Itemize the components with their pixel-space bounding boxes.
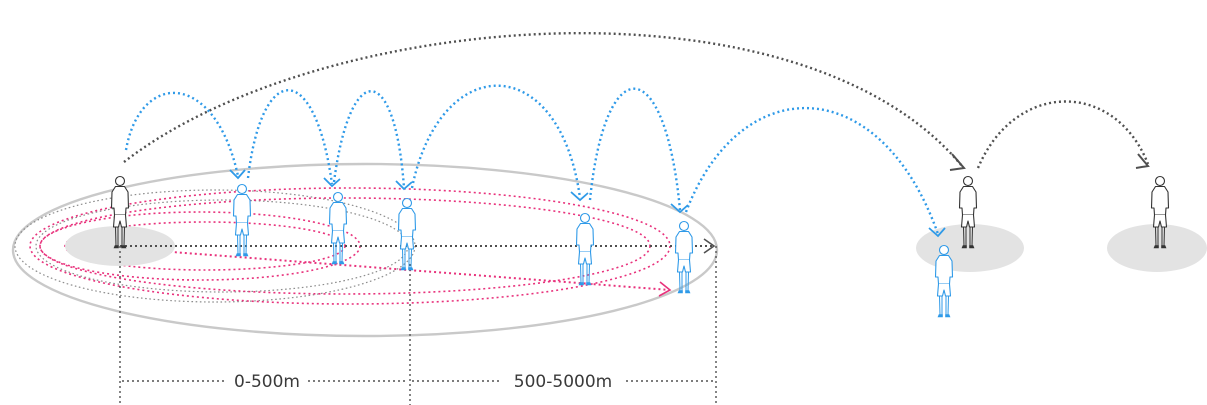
short-hop-arcs <box>124 84 946 238</box>
relay-to-dest-arc <box>976 100 1150 169</box>
long-hop-arrowhead <box>949 153 966 171</box>
long-hop-arcs <box>123 31 1150 171</box>
hop-arc-2 <box>246 89 334 185</box>
hop-arc-2-head <box>323 177 341 188</box>
hop-arc-1 <box>124 91 240 177</box>
hop-arc-1-head <box>229 169 246 180</box>
relay-to-dest-arrowhead <box>1135 153 1150 169</box>
hop-arc-3 <box>332 90 406 189</box>
dimension-guides <box>119 246 717 405</box>
range-arrow <box>120 238 716 254</box>
distance-label-far: 500-5000m <box>514 372 612 392</box>
distance-label-near: 0-500m <box>234 372 300 392</box>
hop-arc-5 <box>588 87 682 211</box>
hop-arc-3-head <box>395 180 413 191</box>
pink-direct-arrow <box>119 247 671 291</box>
pink-arrowhead <box>658 281 672 297</box>
hop-arc-6 <box>684 107 940 235</box>
hop-arc-4 <box>410 84 582 199</box>
long-range-ellipse <box>11 162 719 338</box>
long-hop-arc <box>123 31 963 167</box>
hop-arc-4-head <box>570 191 589 202</box>
relay-person-icon-4 <box>575 212 595 286</box>
hop-arc-5-head <box>670 203 689 214</box>
relay-person-icon-3 <box>397 197 417 271</box>
hop-arc-6-head <box>928 227 946 238</box>
